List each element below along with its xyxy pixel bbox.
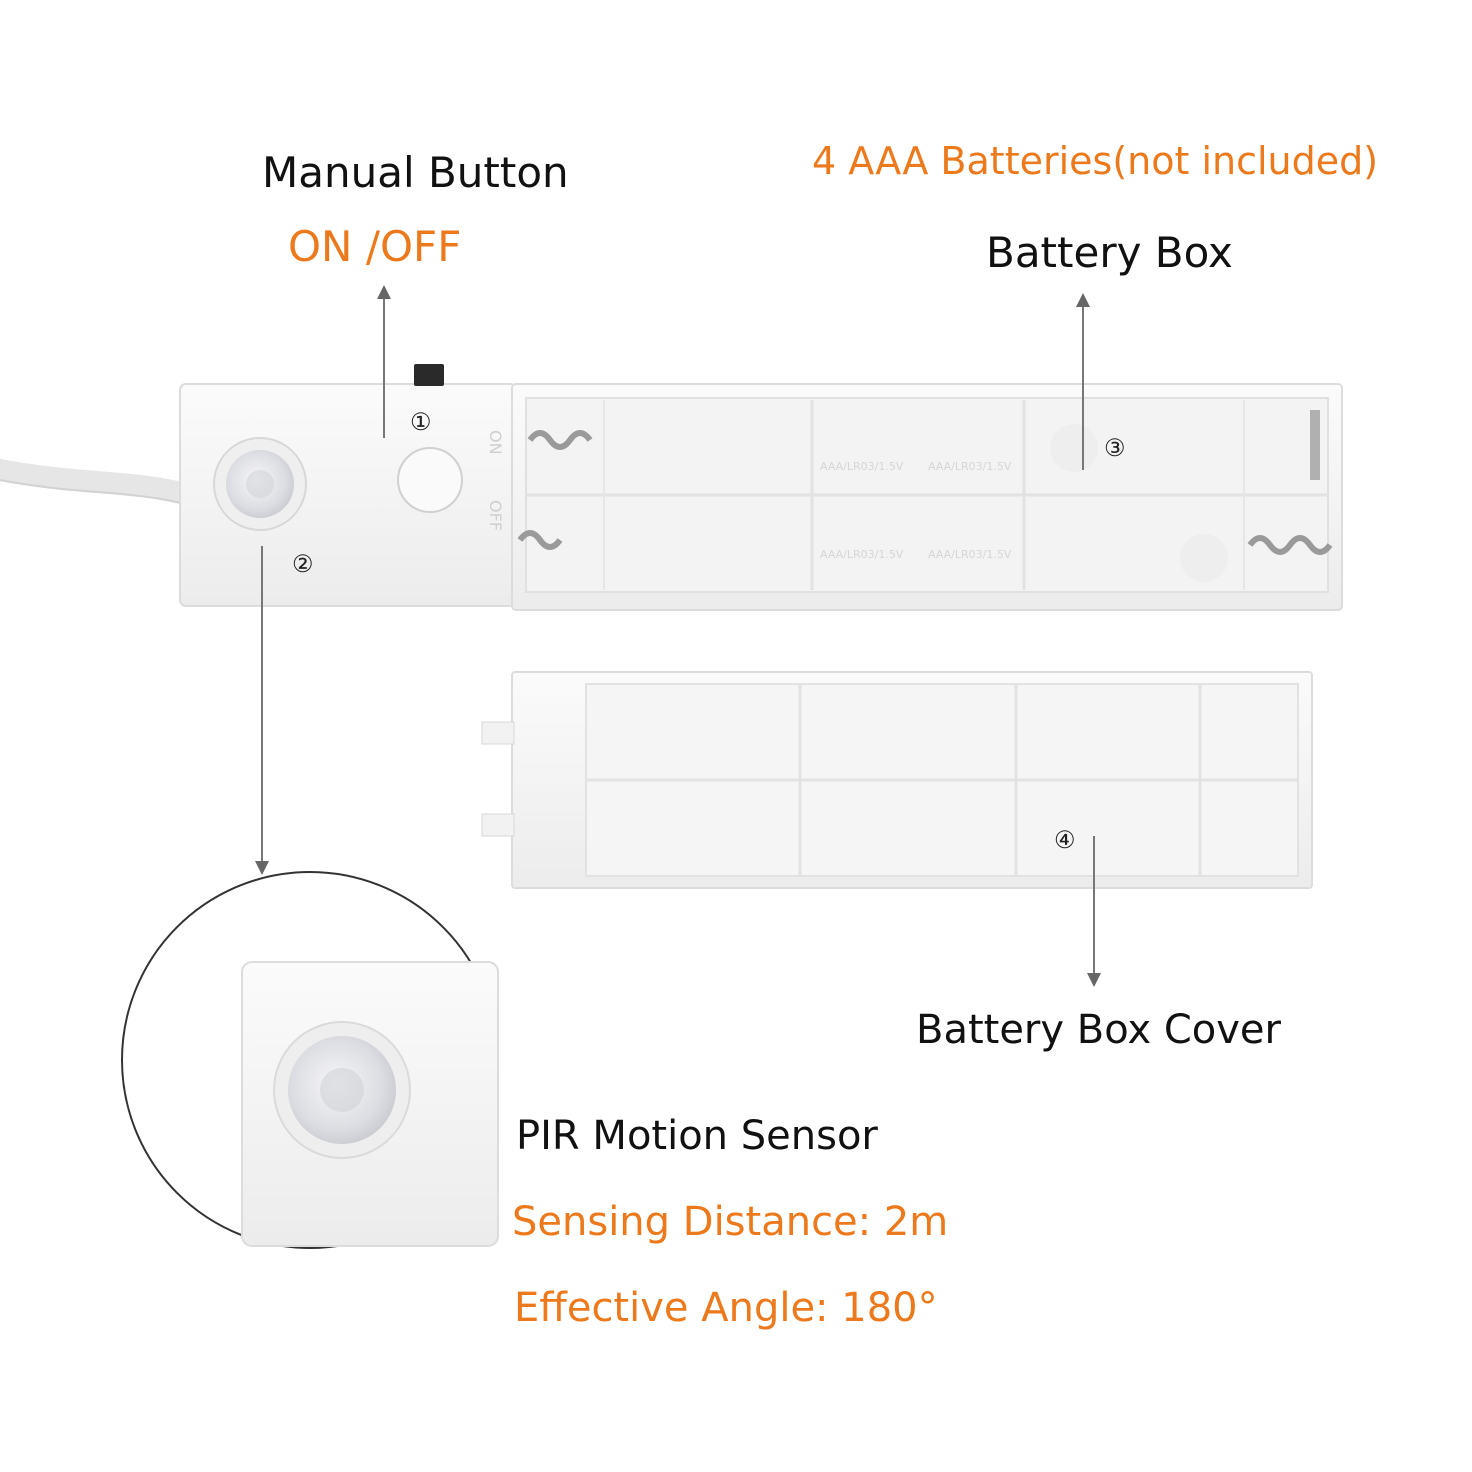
on-off-label: ON /OFF [288,222,462,271]
sensor-closeup [121,871,499,1249]
sensing-distance-label: Sensing Distance: 2m [512,1199,949,1245]
battery-spec-text: AAA/LR03/1.5V [820,460,904,473]
effective-angle-label: Effective Angle: 180° [514,1285,938,1331]
svg-text:AAA/LR03/1.5V: AAA/LR03/1.5V [928,460,1012,473]
marker-2: ② [292,550,314,578]
svg-text:AAA/LR03/1.5V: AAA/LR03/1.5V [928,548,1012,561]
marker-3: ③ [1104,434,1126,462]
off-text: OFF [486,500,505,531]
battery-box: AAA/LR03/1.5V AAA/LR03/1.5V AAA/LR03/1.5… [511,383,1343,611]
usb-cable [0,459,196,505]
battery-box-cover [481,671,1313,889]
batteries-label: 4 AAA Batteries(not included) [812,139,1379,183]
control-module: ON OFF [179,364,517,607]
marker-1: ① [410,408,432,436]
manual-button-label: Manual Button [262,148,569,197]
pir-sensor-label: PIR Motion Sensor [516,1113,878,1159]
manual-button[interactable] [397,447,463,513]
battery-box-label: Battery Box [986,228,1233,277]
marker-4: ④ [1054,826,1076,854]
spring-right-bottom [1247,535,1333,555]
battery-box-cover-label: Battery Box Cover [916,1007,1281,1053]
svg-text:AAA/LR03/1.5V: AAA/LR03/1.5V [820,548,904,561]
spring-left-bottom [517,530,563,550]
spring-left-top [527,430,593,450]
on-text: ON [486,430,505,455]
terminal-right-top [1310,410,1320,480]
slide-switch[interactable] [414,364,444,386]
